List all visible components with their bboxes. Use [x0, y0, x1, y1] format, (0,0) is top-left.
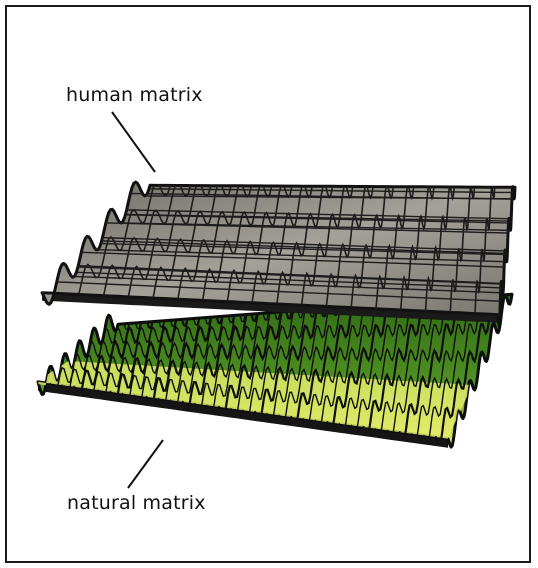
human-matrix-sheet	[42, 182, 515, 325]
human-matrix-label: human matrix	[66, 84, 203, 106]
natural-matrix-leader-line	[128, 440, 163, 488]
human-matrix-leader-line	[112, 112, 155, 172]
natural-matrix-label: natural matrix	[67, 492, 206, 514]
